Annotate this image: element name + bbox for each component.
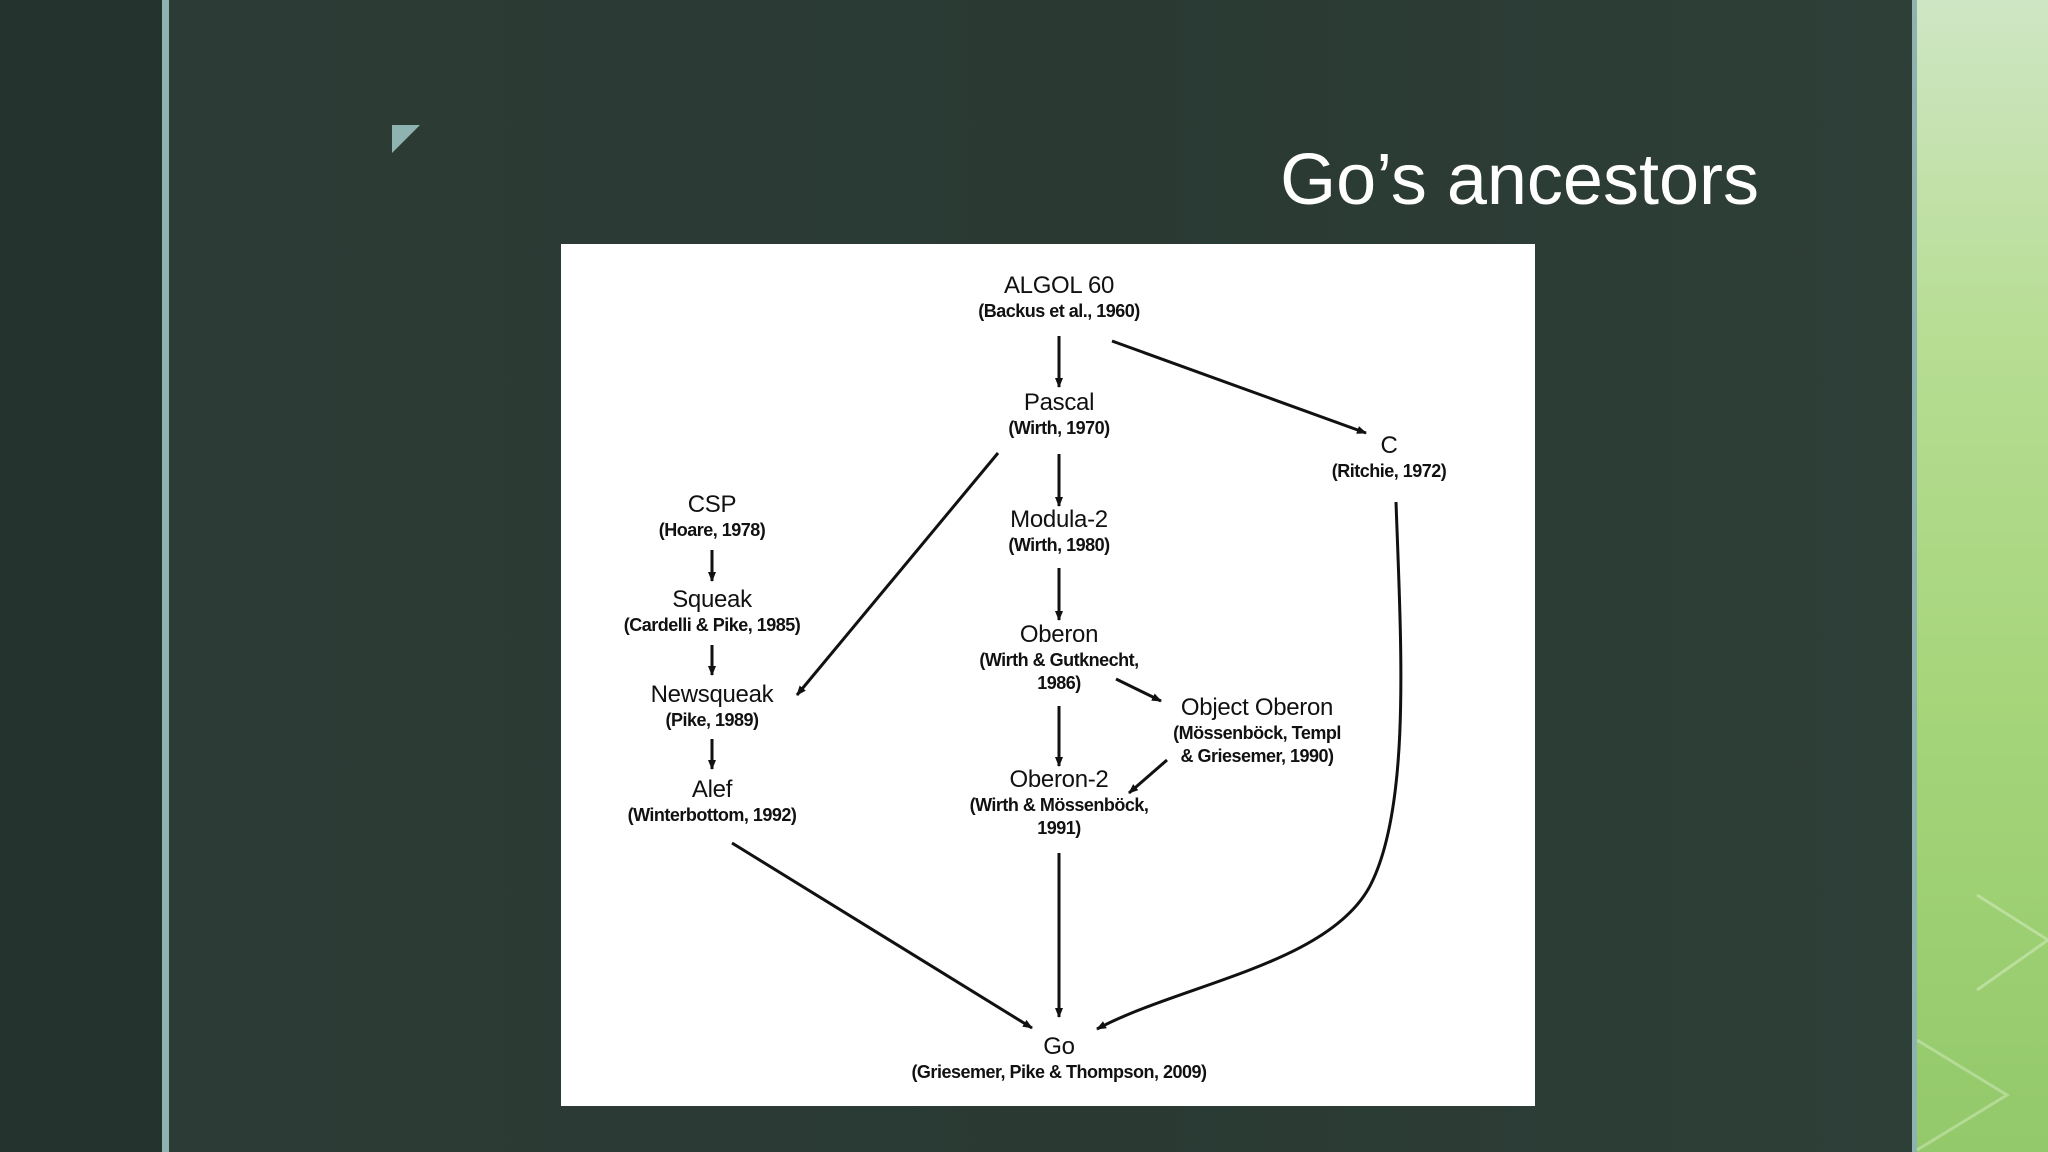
edge-oberon-objoberon	[1115, 677, 1162, 703]
node-citation: (Winterbottom, 1992)	[627, 805, 797, 825]
node-citation: (Ritchie, 1972)	[1331, 461, 1447, 481]
left-accent-rule	[162, 0, 169, 1152]
node-oberon: Oberon (Wirth & Gutknecht, 1986)	[979, 621, 1139, 695]
edge-layer	[708, 336, 1403, 1031]
node-citation: (Pike, 1989)	[665, 710, 759, 730]
node-citation: (Griesemer, Pike & Thompson, 2009)	[911, 1062, 1207, 1082]
node-go: Go (Griesemer, Pike & Thompson, 2009)	[911, 1033, 1207, 1084]
node-name: Object Oberon	[1180, 694, 1334, 721]
node-citation: (Cardelli & Pike, 1985)	[623, 615, 801, 635]
node-name: Oberon	[1019, 621, 1099, 648]
node-name: Go	[1043, 1033, 1075, 1060]
node-object-oberon: Object Oberon (Mössenböck, Templ & Gries…	[1173, 694, 1341, 768]
node-name: ALGOL 60	[1003, 272, 1115, 299]
edge-algol60-c	[1111, 339, 1367, 435]
edge-alef-go	[731, 841, 1033, 1030]
node-name: C	[1380, 432, 1398, 459]
node-csp: CSP (Hoare, 1978)	[659, 491, 766, 542]
node-citation: & Griesemer, 1990)	[1180, 746, 1334, 766]
node-pascal: Pascal (Wirth, 1970)	[1008, 389, 1110, 440]
right-accent-rule	[1912, 0, 1917, 1152]
chevron-decor-icon	[1917, 893, 2048, 1152]
node-citation: (Wirth, 1970)	[1008, 418, 1110, 438]
node-citation: 1991)	[1037, 818, 1081, 838]
node-name: CSP	[687, 491, 737, 518]
node-c: C (Ritchie, 1972)	[1332, 432, 1447, 483]
node-name: Modula-2	[1010, 506, 1108, 533]
node-newsqueak: Newsqueak (Pike, 1989)	[651, 681, 774, 732]
node-name: Oberon-2	[1009, 766, 1109, 793]
node-name: Squeak	[672, 586, 752, 613]
edge-pascal-newsqueak	[795, 452, 1000, 696]
edge-c-go	[1096, 501, 1403, 1031]
left-band	[0, 0, 162, 1152]
node-citation: (Mössenböck, Templ	[1173, 723, 1341, 743]
node-citation: (Backus et al., 1960)	[978, 301, 1140, 321]
slide-title: Go’s ancestors	[1280, 140, 1759, 220]
node-citation: (Hoare, 1978)	[658, 520, 766, 540]
node-oberon2: Oberon-2 (Wirth & Mössenböck, 1991)	[970, 766, 1149, 840]
node-name: Alef	[691, 776, 733, 803]
node-name: Newsqueak	[650, 681, 774, 708]
node-alef: Alef (Winterbottom, 1992)	[628, 776, 797, 827]
node-citation: (Wirth & Gutknecht,	[979, 650, 1139, 670]
node-squeak: Squeak (Cardelli & Pike, 1985)	[624, 586, 801, 637]
right-decor-panel	[1917, 0, 2048, 1152]
ancestry-diagram: ALGOL 60 (Backus et al., 1960) Pascal (W…	[561, 244, 1535, 1106]
corner-triangle-icon	[392, 125, 420, 153]
node-citation: 1986)	[1037, 673, 1081, 693]
node-modula2: Modula-2 (Wirth, 1980)	[1008, 506, 1110, 557]
node-citation: (Wirth & Mössenböck,	[969, 795, 1149, 815]
node-name: Pascal	[1023, 389, 1095, 416]
edge-objoberon-oberon2	[1128, 758, 1168, 795]
node-algol60: ALGOL 60 (Backus et al., 1960)	[978, 272, 1140, 323]
node-citation: (Wirth, 1980)	[1008, 535, 1110, 555]
